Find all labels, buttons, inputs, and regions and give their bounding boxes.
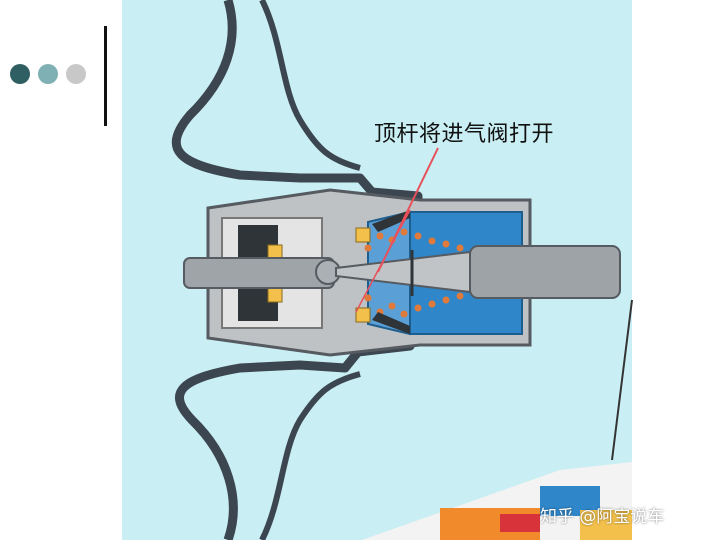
inner-wall-upper	[259, 0, 361, 171]
output-push-rod	[183, 257, 335, 289]
callout-label: 顶杆将进气阀打开	[374, 122, 555, 147]
inner-wall-lower	[259, 371, 361, 540]
valve-flap-upper	[372, 210, 410, 232]
input-push-rod	[469, 245, 621, 299]
fragment-yellow-block	[580, 510, 632, 540]
seal-upper-right	[355, 227, 371, 243]
dot-mid	[38, 64, 58, 84]
seal-upper-left	[267, 244, 283, 260]
right-edge-line	[611, 299, 633, 461]
seal-lower-right	[355, 307, 371, 323]
watermark: 知乎 @阿宝说车	[540, 507, 665, 527]
fragment-red-block	[500, 514, 540, 532]
dot-dark	[10, 64, 30, 84]
housing-wall-upper	[171, 0, 423, 210]
callout-pointer-branch	[355, 209, 411, 313]
right-white-area	[632, 0, 720, 540]
title-divider-bar	[104, 26, 107, 126]
adjacent-diagram-fragment	[362, 462, 632, 540]
housing-wall-lower	[175, 329, 422, 540]
seal-lower-left	[267, 287, 283, 303]
dot-light	[66, 64, 86, 84]
valve-flap-lower	[372, 312, 410, 334]
decorative-dots	[10, 64, 86, 84]
